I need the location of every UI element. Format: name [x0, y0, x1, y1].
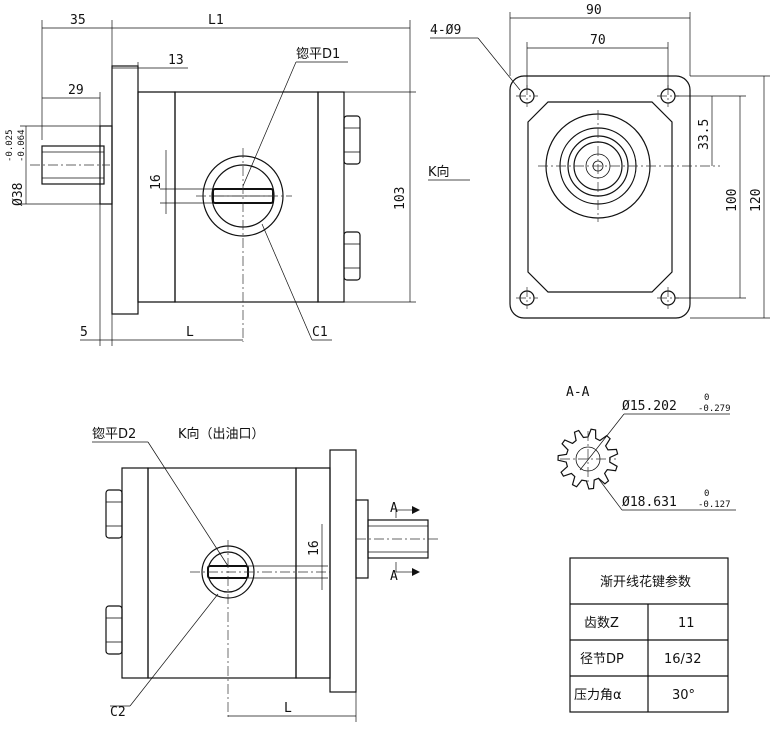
- dim-70: 70: [590, 33, 606, 48]
- table-row-value: 16/32: [664, 652, 701, 667]
- inner-tol-upper: 0: [704, 393, 709, 403]
- chamfer-C1-label: C1: [312, 325, 328, 340]
- side-view: 90 70 4-Ø9 K向 33.5 100 120: [428, 3, 770, 319]
- port-D2-label: 锪平D2: [92, 426, 136, 442]
- spline-profile: [557, 428, 619, 490]
- tol-lower: -0.064: [17, 129, 27, 162]
- dim-90: 90: [586, 3, 602, 18]
- dim-120: 120: [749, 189, 764, 212]
- section-arrow-top: A: [390, 501, 398, 516]
- dim-16: 16: [149, 174, 164, 190]
- chamfer-C2-label: C2: [110, 705, 126, 720]
- port-D1-label: 锪平D1: [296, 46, 340, 62]
- dim-16-bottom: 16: [307, 540, 322, 556]
- tol-upper: -0.025: [5, 129, 15, 162]
- dim-L: L: [186, 325, 194, 340]
- dim-L1: L1: [208, 13, 224, 28]
- dim-5: 5: [80, 325, 88, 340]
- dim-100: 100: [725, 189, 740, 212]
- table-row-value: 30°: [672, 688, 695, 703]
- view-k-outlet-label: K向（出油口）: [178, 426, 265, 442]
- view-k-label: K向: [428, 164, 450, 180]
- table-row-label: 压力角α: [574, 688, 622, 703]
- dim-35: 35: [70, 13, 86, 28]
- holes-label: 4-Ø9: [430, 23, 461, 38]
- dim-L-bottom: L: [284, 701, 292, 716]
- dim-33-5: 33.5: [697, 119, 712, 150]
- outer-tol-lower: -0.127: [698, 500, 731, 510]
- section-title: A-A: [566, 385, 590, 400]
- dim-103: 103: [393, 187, 408, 210]
- section-aa: A-A Ø15.202 0 -0.279 Ø18.631 0 -0.127: [557, 385, 736, 511]
- dia-inner: Ø15.202: [622, 399, 677, 414]
- outer-tol-upper: 0: [704, 489, 709, 499]
- section-arrow-bottom: A: [390, 569, 398, 584]
- table-row-value: 11: [678, 616, 695, 631]
- dia-38: Ø38: [11, 183, 26, 206]
- table-row-label: 齿数Z: [584, 616, 619, 631]
- dim-29: 29: [68, 83, 84, 98]
- bottom-view: 锪平D2 K向（出油口） C2 16 A A L: [92, 426, 440, 722]
- spline-table: 渐开线花键参数 齿数Z 11 径节DP 16/32 压力角α 30°: [569, 557, 729, 713]
- front-view: 35 L1 13 29 Ø38 -0.025 -0.064 16 103 5 L: [5, 13, 416, 346]
- table-row-label: 径节DP: [580, 652, 624, 667]
- inner-tol-lower: -0.279: [698, 404, 731, 414]
- dia-outer: Ø18.631: [622, 495, 677, 510]
- table-title: 渐开线花键参数: [600, 574, 691, 590]
- dim-13: 13: [168, 53, 184, 68]
